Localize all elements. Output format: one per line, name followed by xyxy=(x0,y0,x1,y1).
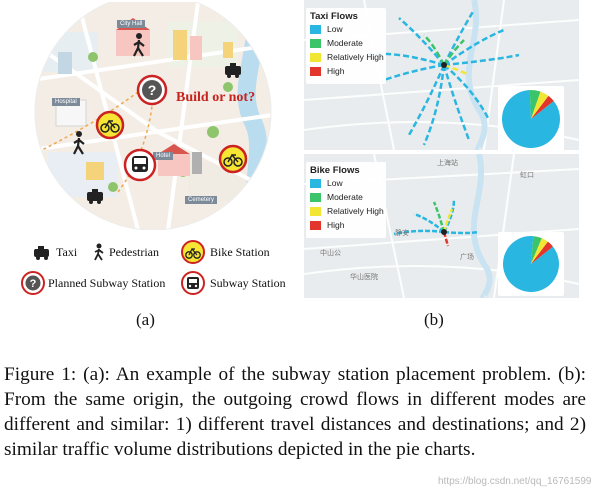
bike-legend-title: Bike Flows xyxy=(310,165,360,176)
legend-label: Low xyxy=(327,178,343,188)
bike-station-icon xyxy=(95,110,125,140)
pedestrian-icon-scene-2 xyxy=(70,130,88,161)
legend-planned-subway: ? Planned Subway Station xyxy=(20,270,165,296)
bike-map-label-station: 上海站 xyxy=(437,159,458,167)
cemetery-tag: Cemetery xyxy=(185,196,218,204)
bike-station-icon xyxy=(218,144,248,174)
legend-label: Moderate xyxy=(327,38,363,48)
legend-label: Relatively High xyxy=(327,206,384,216)
legend-swatch xyxy=(310,221,321,231)
bike-station-marker-1 xyxy=(95,110,125,140)
legend-planned-subway-label: Planned Subway Station xyxy=(48,275,166,290)
taxi-pie-chart xyxy=(502,90,560,148)
hospital-label: Hospital xyxy=(55,99,77,105)
bike-legend-item: Moderate xyxy=(310,190,382,204)
legend-label: Low xyxy=(327,24,343,34)
build-question: Build or not? xyxy=(176,90,256,105)
panel-b-label: (b) xyxy=(424,310,444,329)
legend-label: High xyxy=(327,66,345,76)
bike-legend-item: Relatively High xyxy=(310,204,384,218)
legend-swatch xyxy=(310,39,321,49)
legend-label: Relatively High xyxy=(327,52,384,62)
legend-subway-station-label: Subway Station xyxy=(210,275,286,290)
pedestrian-icon xyxy=(94,243,104,261)
taxi-legend-title: Taxi Flows xyxy=(310,11,358,22)
city-illustration xyxy=(18,0,293,231)
city-illustration-svg xyxy=(34,0,272,231)
bike-pie-chart xyxy=(503,236,559,292)
taxi-icon-scene-2 xyxy=(84,186,106,211)
legend-swatch xyxy=(310,25,321,35)
legend-pedestrian: Pedestrian xyxy=(92,243,159,261)
legend-swatch xyxy=(310,53,321,63)
taxi-icon-scene-1 xyxy=(222,60,244,85)
panel-a-label: (a) xyxy=(136,310,155,329)
legend-swatch xyxy=(310,193,321,203)
pie-slice xyxy=(531,95,554,119)
figure-caption: Figure 1: (a): An example of the subway … xyxy=(4,364,586,460)
pedestrian-icon xyxy=(133,33,145,57)
taxi-icon xyxy=(87,189,103,204)
legend-label: Moderate xyxy=(327,192,363,202)
planned-subway-marker: ? xyxy=(136,74,168,106)
subway-station-marker xyxy=(123,148,157,182)
pedestrian-icon xyxy=(73,131,85,155)
bike-map-label-square: 广场 xyxy=(460,253,474,261)
taxi-legend-item: Relatively High xyxy=(310,50,384,64)
legend-bike-station: Bike Station xyxy=(180,240,270,264)
pie-slice xyxy=(531,238,548,264)
legend-taxi-label: Taxi xyxy=(56,244,78,259)
pie-slice xyxy=(531,236,542,264)
legend-taxi: Taxi xyxy=(32,244,77,260)
pie-slice xyxy=(502,90,560,148)
legend-swatch xyxy=(310,179,321,189)
legend-pedestrian-label: Pedestrian xyxy=(109,244,159,259)
pedestrian-icon-scene-1 xyxy=(130,32,148,63)
bike-map-label-jingan: 静安 xyxy=(395,229,409,237)
taxi-legend-item: Moderate xyxy=(310,36,382,50)
cemetery-label: Cemetery xyxy=(188,197,215,203)
pie-slice xyxy=(529,90,541,119)
legend-swatch xyxy=(310,207,321,217)
subway-station-icon xyxy=(123,148,157,182)
subway-station-icon xyxy=(181,271,205,295)
taxi-icon xyxy=(34,246,49,260)
pie-slice xyxy=(531,91,549,119)
taxi-legend-item: High xyxy=(310,64,382,78)
pie-slice xyxy=(531,241,553,264)
taxi-legend-item: Low xyxy=(310,22,382,36)
bike-station-icon xyxy=(181,240,205,264)
hotel-tag: Hotel xyxy=(153,152,174,160)
city-hall-tag: City Hall xyxy=(117,20,146,28)
question-subway-icon: ? xyxy=(136,74,168,106)
svg-text:?: ? xyxy=(148,82,157,98)
svg-text:?: ? xyxy=(30,278,37,290)
bike-map-label-hongkou: 虹口 xyxy=(520,171,534,179)
bike-station-marker-2 xyxy=(218,144,248,174)
hotel-label: Hotel xyxy=(156,153,171,159)
legend-swatch xyxy=(310,67,321,77)
taxi-icon xyxy=(225,63,241,78)
city-hall-label: City Hall xyxy=(120,21,143,27)
bike-pie-wrap xyxy=(498,232,564,296)
bike-legend-item: Low xyxy=(310,176,382,190)
hospital-tag: Hospital xyxy=(52,98,80,106)
question-subway-icon: ? xyxy=(21,271,45,295)
bike-legend-item: High xyxy=(310,218,382,232)
legend-label: High xyxy=(327,220,345,230)
bike-map-label-hospital: 华山医院 xyxy=(350,273,378,281)
watermark: https://blog.csdn.net/qq_16761599 xyxy=(438,476,592,487)
taxi-pie-wrap xyxy=(498,86,564,152)
legend-bike-station-label: Bike Station xyxy=(210,244,270,259)
bike-map-label-zhongshan: 中山公 xyxy=(320,249,341,257)
legend-subway-station: Subway Station xyxy=(180,270,286,296)
